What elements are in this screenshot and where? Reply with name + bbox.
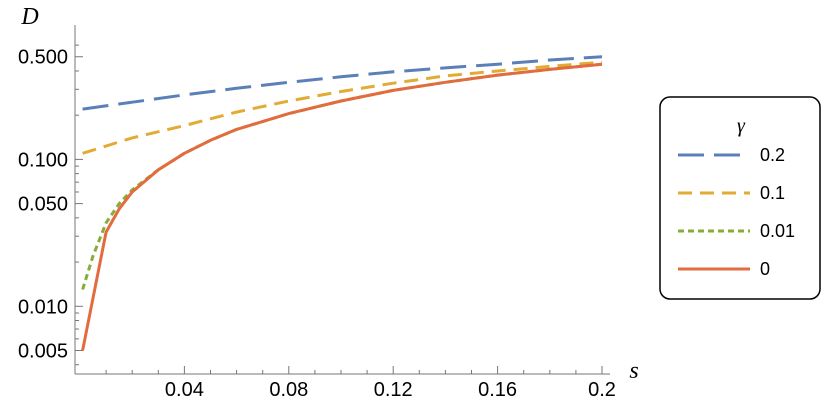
x-axis-label: s bbox=[629, 358, 638, 384]
x-tick-label: 0.12 bbox=[374, 379, 413, 401]
y-tick-label: 0.010 bbox=[18, 296, 68, 318]
y-tick-label: 0.005 bbox=[18, 340, 68, 362]
y-tick-label: 0.500 bbox=[18, 47, 68, 69]
legend-box bbox=[659, 96, 821, 300]
series-layer bbox=[81, 55, 603, 351]
x-tick-label: 0.08 bbox=[269, 379, 308, 401]
x-tick-label: 0.16 bbox=[478, 379, 517, 401]
legend-items: 0.2 0.1 0.01 0 bbox=[678, 145, 795, 279]
legend-label-0: 0 bbox=[760, 259, 770, 279]
legend-label-0-01: 0.01 bbox=[760, 221, 795, 241]
legend: γ 0.2 0.1 0.01 0 bbox=[659, 96, 821, 300]
legend-label-0-1: 0.1 bbox=[760, 183, 785, 203]
y-tick-label: 0.050 bbox=[18, 194, 68, 216]
x-tick-label: 0.04 bbox=[165, 379, 204, 401]
x-tick-label: 0.2 bbox=[588, 379, 616, 401]
series-line-0-1 bbox=[82, 60, 603, 155]
legend-title: γ bbox=[737, 115, 746, 137]
series-line-0-2 bbox=[82, 55, 603, 111]
series-line-0 bbox=[81, 62, 603, 351]
axes: 0.005 0.010 0.050 0.100 0.500 0.04 0.08 0.12 0.1… bbox=[18, 25, 616, 401]
y-axis-label: D bbox=[20, 4, 38, 30]
legend-label-0-2: 0.2 bbox=[760, 145, 785, 165]
y-tick-label: 0.100 bbox=[18, 149, 68, 171]
